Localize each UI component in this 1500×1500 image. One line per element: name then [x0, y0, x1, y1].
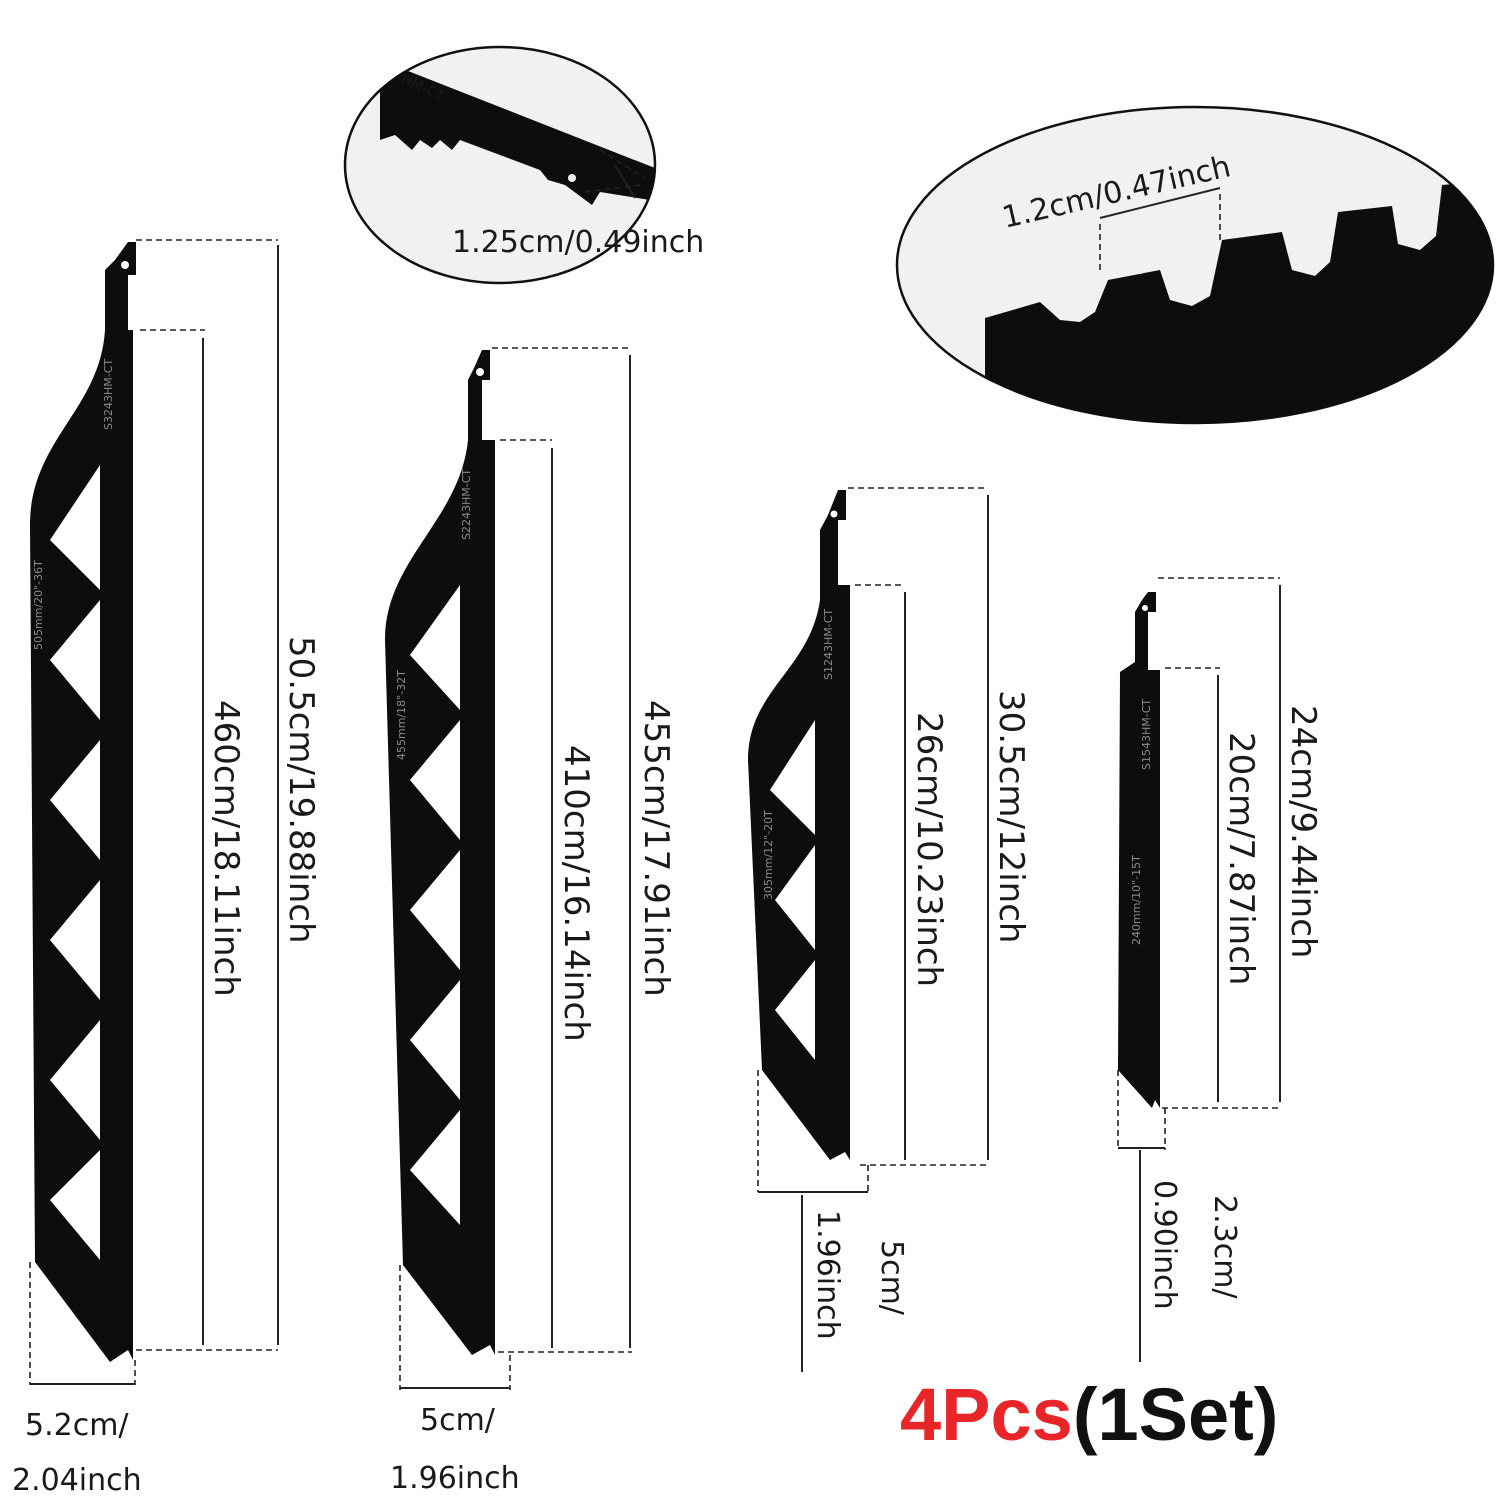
blade-4-code: S1543HM-CT: [1140, 699, 1153, 770]
blade-3-code: S1243HM-CT: [822, 609, 835, 680]
blade-1-width-line2: 2.04inch: [12, 1463, 142, 1498]
blade-2-spec: 455mm/18"-32T: [395, 670, 408, 760]
blade-2-teeth-length: 410cm/16.14inch: [556, 745, 596, 1042]
blade-3-body: [748, 490, 850, 1160]
blade-2-windows: [410, 585, 460, 1225]
blade-1-total-length: 50.5cm/19.88inch: [281, 636, 321, 944]
blade-1: S3243HM-CT 505mm/20"-36T 50.5cm/19.88inc…: [12, 239, 321, 1498]
blade-1-teeth-length: 460cm/18.11inch: [206, 700, 246, 997]
blade-3-width-line2: 1.96inch: [810, 1210, 845, 1340]
blade-3: S1243HM-CT 305mm/12"-20T 30.5cm/12inch 2…: [748, 487, 1031, 1372]
blade-4-body: [1118, 592, 1160, 1108]
blade-1-spec: 505mm/20"-36T: [32, 560, 45, 650]
blade-3-spec: 305mm/12"-20T: [762, 810, 775, 900]
blade-2: S2243HM-CT 455mm/18"-32T 455cm/17.91inch…: [385, 347, 676, 1496]
blade-2-total-length: 455cm/17.91inch: [636, 700, 676, 997]
blade-2-body: [385, 350, 495, 1355]
blade-2-width-line1: 5cm/: [420, 1403, 496, 1438]
tang-detail-callout: HM-CT 1.25cm/0.49inch: [343, 45, 704, 285]
set-unit-label: (1Set): [1072, 1373, 1279, 1456]
blade-3-total-length: 30.5cm/12inch: [991, 690, 1031, 943]
blade-2-code: S2243HM-CT: [460, 469, 473, 540]
blade-1-width-line1: 5.2cm/: [25, 1408, 129, 1443]
set-title: 4Pcs(1Set): [900, 1378, 1278, 1452]
teeth-blade-closeup: [985, 180, 1493, 423]
tang-width-label: 1.25cm/0.49inch: [452, 225, 704, 260]
blade-4-total-length: 24cm/9.44inch: [1283, 705, 1323, 958]
blade-2-width-line2: 1.96inch: [390, 1461, 520, 1496]
teeth-detail-callout: 1.2cm/0.47inch: [895, 105, 1495, 425]
tang-blade-closeup: [380, 60, 655, 205]
blade-4-width-line2: 0.90inch: [1147, 1180, 1182, 1310]
blade-4: S1543HM-CT 240mm/10"-15T 24cm/9.44inch 2…: [1117, 577, 1323, 1362]
blade-4-width-line1: 2.3cm/: [1207, 1195, 1242, 1299]
blade-4-spec: 240mm/10"-15T: [1130, 855, 1143, 945]
blade-3-teeth-length: 26cm/10.23inch: [909, 712, 949, 987]
blade-4-teeth-length: 20cm/7.87inch: [1221, 732, 1261, 985]
blade-1-code: S3243HM-CT: [102, 359, 115, 430]
blade-3-windows: [770, 720, 815, 1060]
set-count-label: 4Pcs: [900, 1373, 1073, 1456]
blade-3-width-line1: 5cm/: [874, 1240, 909, 1316]
blade-1-windows: [50, 465, 100, 1260]
